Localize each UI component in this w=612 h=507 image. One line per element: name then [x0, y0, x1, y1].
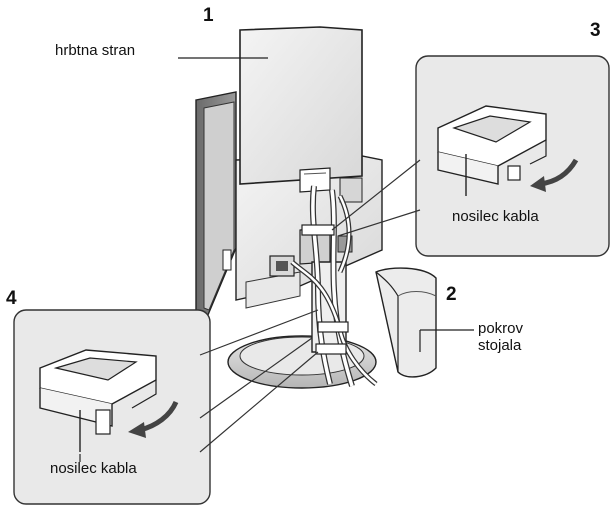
detail-box-4	[13, 309, 319, 505]
label-stand-cover-line2: stojala	[478, 337, 522, 354]
back-cover-panel	[239, 26, 363, 185]
step-number-1: 1	[203, 5, 214, 26]
step-number-3: 3	[590, 20, 601, 41]
label-cable-holder-top: nosilec kabla	[452, 208, 539, 225]
label-stand-cover: pokrov stojala	[478, 320, 523, 354]
monitor-illustration	[195, 26, 383, 389]
label-stand-cover-line1: pokrov	[478, 320, 524, 337]
label-cable-holder-bottom: nosilec kabla	[50, 460, 137, 477]
step-number-2: 2	[446, 284, 457, 305]
label-back-side: hrbtna stran	[55, 42, 136, 59]
stand-cover-illustration	[375, 267, 437, 378]
step-number-4: 4	[6, 288, 17, 309]
detail-box-3	[331, 55, 610, 257]
